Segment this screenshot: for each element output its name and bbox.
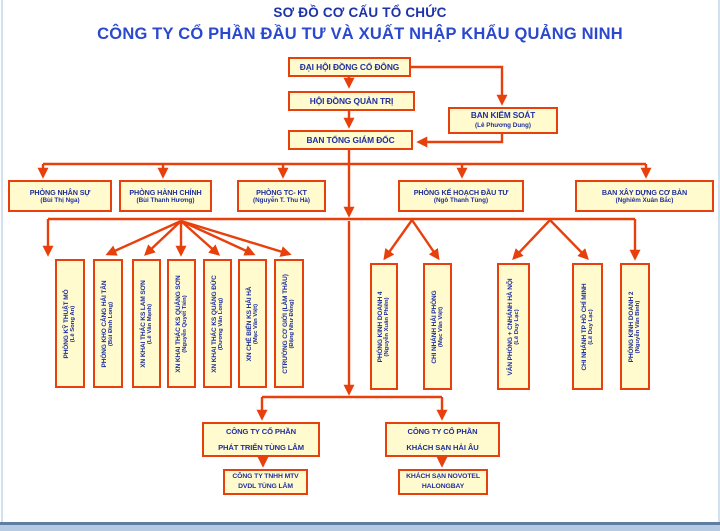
- box-unit-kho-cang-hai-tan: PHÒNG KHO CẢNG HẢI TÂN (Bùi Đình Long): [93, 259, 123, 388]
- box-title: XN KHAI THÁC KS QUẢNG ĐỨC: [210, 274, 218, 373]
- box-dept-ke-hoach-dau-tu: PHÒNG KẾ HOẠCH ĐẦU TƯ (Ngô Thanh Tùng): [398, 180, 524, 212]
- box-manager-name: (Mạc Văn Việt): [252, 303, 259, 344]
- box-title-line2: DVDL TÙNG LÂM: [238, 483, 293, 490]
- box-shareholders-meeting: ĐẠI HỘI ĐỒNG CỔ ĐÔNG: [288, 57, 411, 77]
- box-title-line1: CÔNG TY CỔ PHẦN: [407, 427, 478, 437]
- box-unit-che-bien-ks-hai-ha: XN CHẾ BIẾN KS HẢI HÀ (Mạc Văn Việt): [238, 259, 267, 388]
- box-supervisory-board: BAN KIỂM SOÁT (Lê Phương Dung): [448, 107, 558, 134]
- box-dept-xay-dung-co-ban: BAN XÂY DỰNG CƠ BẢN (Nghiêm Xuân Bắc): [575, 180, 714, 212]
- box-unit-van-phong-cn-ha-noi: VĂN PHÒNG + CNHÁNH HÀ NỘI (Lê Duy Lạc): [497, 263, 530, 390]
- box-manager-name: (Lê Duy Lạc): [513, 308, 520, 345]
- box-title: HỘI ĐỒNG QUẢN TRỊ: [309, 95, 394, 106]
- box-title: XN KHAI THÁC KS LAM SƠN: [139, 279, 147, 368]
- box-unit-ks-lam-son: XN KHAI THÁC KS LAM SƠN (Lê Văn Mạnh): [132, 259, 161, 388]
- box-title: PHÒNG HÀNH CHÍNH: [129, 187, 202, 197]
- box-title: PHÒNG KẾ HOẠCH ĐẦU TƯ: [413, 187, 509, 197]
- box-unit-ks-quang-son: XN KHAI THÁC KS QUẢNG SƠN (Nguyễn Quyết …: [167, 259, 196, 388]
- box-title-line1: KHÁCH SẠN NOVOTEL: [406, 473, 480, 481]
- box-manager-name: (Lê Duy Lạc): [587, 308, 594, 345]
- box-title: PHÒNG KỸ THUẬT MỎ: [62, 288, 70, 359]
- box-manager-name: (Nghiêm Xuân Bắc): [615, 196, 674, 204]
- box-manager-name: (Bùi Thị Nga): [40, 196, 80, 204]
- box-general-directors: BAN TỔNG GIÁM ĐỐC: [288, 130, 413, 150]
- box-manager-name: (Mạc Văn Việt): [437, 306, 444, 347]
- box-subsidiary-hai-au: CÔNG TY CỔ PHẦN KHÁCH SẠN HẢI ÂU: [385, 422, 500, 457]
- box-title: PHÒNG TC- KT: [256, 187, 307, 197]
- box-manager-name: (Nguyễn T. Thu Hà): [252, 196, 311, 204]
- box-title-line2: KHÁCH SẠN HẢI ÂU: [406, 442, 479, 452]
- box-title: BAN KIỂM SOÁT: [470, 111, 536, 121]
- box-title: CHI NHÁNH TP HỒ CHÍ MINH: [580, 282, 588, 371]
- chart-title: SƠ ĐỒ CƠ CẤU TỔ CHỨC: [273, 5, 447, 20]
- box-manager-name: (Ngô Thanh Tùng): [433, 196, 489, 204]
- box-sub-tnhh-mtv-dvdl-tung-lam: CÔNG TY TNHH MTV DVDL TÙNG LÂM: [223, 469, 308, 495]
- box-unit-chi-nhanh-hai-phong: CHI NHÁNH HẢI PHÒNG (Mạc Văn Việt): [423, 263, 452, 390]
- box-title: VĂN PHÒNG + CNHÁNH HÀ NỘI: [506, 278, 514, 375]
- box-manager-name: (Bùi Thanh Hương): [136, 196, 195, 204]
- box-dept-nhan-su: PHÒNG NHÂN SỰ (Bùi Thị Nga): [8, 180, 112, 212]
- box-title: ĐẠI HỘI ĐỒNG CỔ ĐÔNG: [299, 61, 400, 72]
- box-unit-ctruong-co-gioi: CTRƯỜNG CƠ GIỚI (LÀM THẦU) (Đặng Như Đôn…: [274, 259, 304, 388]
- box-manager-name: (Nguyễn Văn Bình): [635, 300, 642, 353]
- slide-bottom-border: [0, 522, 720, 525]
- box-title: PHÒNG KHO CẢNG HẢI TÂN: [100, 280, 108, 367]
- box-title: BAN XÂY DỰNG CƠ BẢN: [601, 187, 688, 197]
- box-dept-hanh-chinh: PHÒNG HÀNH CHÍNH (Bùi Thanh Hương): [119, 180, 212, 212]
- box-title: PHÒNG NHÂN SỰ: [29, 187, 91, 197]
- box-title: BAN TỔNG GIÁM ĐỐC: [306, 134, 395, 145]
- box-dept-tc-kt: PHÒNG TC- KT (Nguyễn T. Thu Hà): [237, 180, 326, 212]
- box-manager-name: (Đặng Như Đông): [289, 298, 296, 349]
- box-title-line1: CÔNG TY CỔ PHẦN: [225, 427, 297, 437]
- box-manager-name: (Lê Song An): [70, 305, 77, 342]
- box-title: XN KHAI THÁC KS QUẢNG SƠN: [174, 274, 182, 373]
- box-title-line2: HALONGBAY: [421, 483, 465, 490]
- box-title: XN CHẾ BIẾN KS HẢI HÀ: [245, 286, 253, 361]
- box-board-of-directors: HỘI ĐỒNG QUẢN TRỊ: [288, 91, 415, 111]
- box-title-line2: PHÁT TRIỂN TÙNG LÂM: [218, 442, 304, 452]
- slide-bottom-strip: [0, 525, 720, 531]
- box-unit-chi-nhanh-tphcm: CHI NHÁNH TP HỒ CHÍ MINH (Lê Duy Lạc): [572, 263, 603, 390]
- box-title-line1: CÔNG TY TNHH MTV: [232, 473, 299, 481]
- box-manager-name: (Lê Văn Mạnh): [146, 303, 153, 344]
- box-sub-novotel-halongbay: KHÁCH SẠN NOVOTEL HALONGBAY: [398, 469, 488, 495]
- box-manager-name: (Dương Văn Long): [217, 297, 224, 350]
- box-unit-kinh-doanh-2: PHÒNG KINH DOANH 2 (Nguyễn Văn Bình): [620, 263, 650, 390]
- box-title: CHI NHÁNH HẢI PHÒNG: [430, 289, 438, 364]
- slide-right-edge: [718, 0, 720, 531]
- box-subsidiary-tung-lam: CÔNG TY CỔ PHẦN PHÁT TRIỂN TÙNG LÂM: [202, 422, 320, 457]
- box-unit-ky-thuat-mo: PHÒNG KỸ THUẬT MỎ (Lê Song An): [55, 259, 85, 388]
- box-unit-kinh-doanh-4: PHÒNG KINH DOANH 4 (Nguyễn Xuân Phiên): [370, 263, 398, 390]
- box-title: CTRƯỜNG CƠ GIỚI (LÀM THẦU): [281, 273, 289, 374]
- box-manager-name: (Bùi Đình Long): [108, 301, 115, 346]
- box-manager-name: (Lê Phương Dung): [475, 121, 531, 129]
- slide-left-edge: [1, 0, 3, 531]
- box-unit-ks-quang-duc: XN KHAI THÁC KS QUẢNG ĐỨC (Dương Văn Lon…: [203, 259, 232, 388]
- company-name-title: CÔNG TY CỔ PHẦN ĐẦU TƯ VÀ XUẤT NHẬP KHẨU…: [97, 25, 623, 43]
- box-manager-name: (Nguyễn Quyết Tiến): [181, 294, 188, 353]
- box-manager-name: (Nguyễn Xuân Phiên): [384, 296, 391, 357]
